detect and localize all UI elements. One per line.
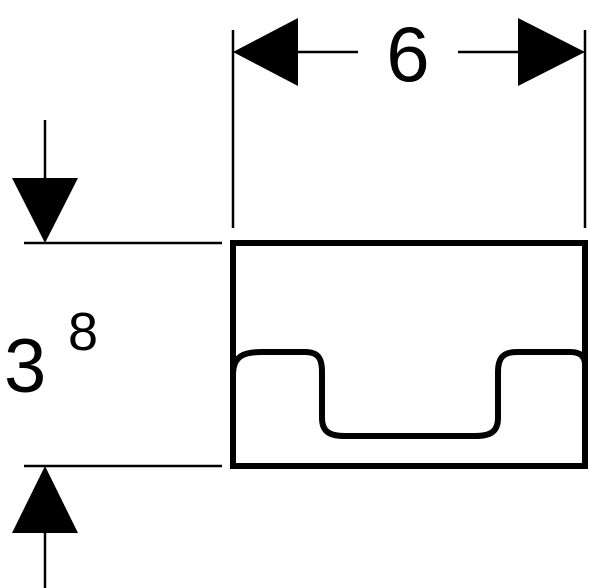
height-value-superscript: 8 <box>68 302 98 362</box>
height-value-label: 3 <box>4 324 46 409</box>
height-arrow-bottom <box>12 466 78 533</box>
width-dimension: 6 <box>231 10 587 228</box>
part-outline <box>230 240 588 469</box>
height-arrow-top <box>12 178 78 243</box>
height-dimension: 3 8 <box>4 120 222 588</box>
width-value-label: 6 <box>386 10 429 98</box>
groove-contour <box>230 349 588 439</box>
width-arrow-right <box>518 18 585 86</box>
part-body <box>230 240 588 469</box>
width-arrow-left <box>233 18 298 86</box>
